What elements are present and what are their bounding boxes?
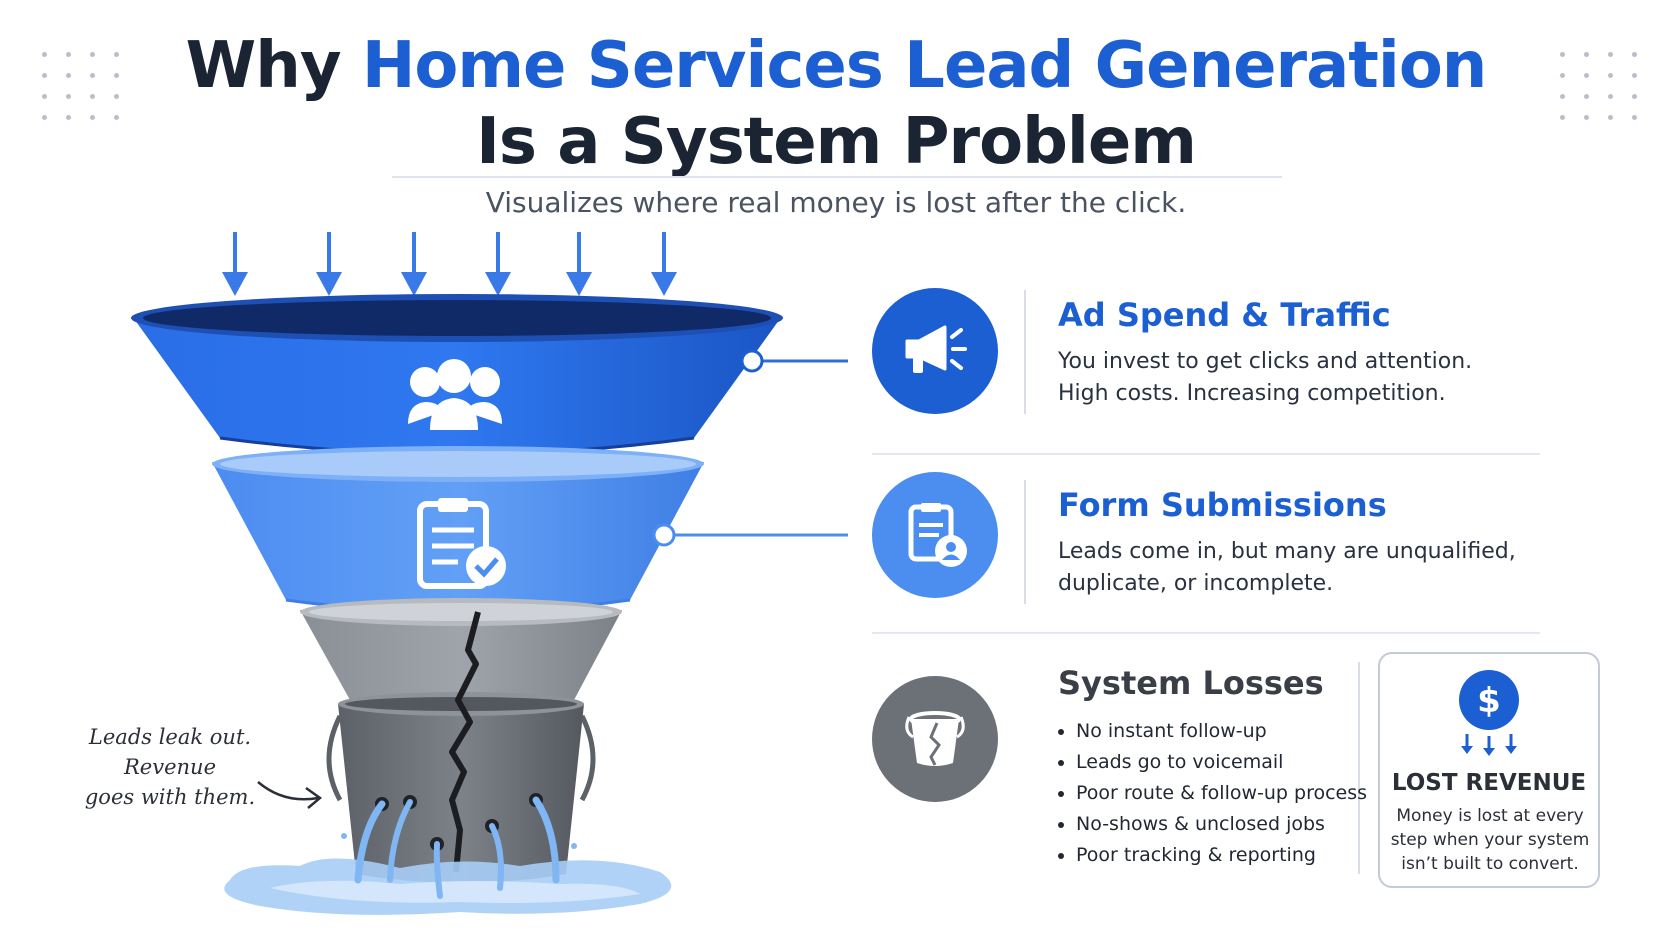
section-title-system-losses: System Losses: [1058, 664, 1324, 702]
section-text-line: Leads come in, but many are unqualified,: [1058, 539, 1516, 564]
funnel-stage-system-losses: [300, 598, 622, 700]
title-line-1: Why Home Services Lead Generation: [0, 28, 1672, 104]
section-text-form-submissions: Leads come in, but many are unqualified,…: [1058, 536, 1618, 600]
section-vertical-rule: [1024, 290, 1026, 414]
lost-revenue-line: step when your system: [1390, 830, 1590, 850]
leak-note-line: Leads leak out.: [88, 725, 252, 749]
leaking-bucket-icon: [905, 711, 965, 766]
subtitle: Visualizes where real money is lost afte…: [485, 186, 1187, 219]
leak-note: Leads leak out. Revenue goes with them.: [80, 722, 260, 812]
arrow-down-icon: [316, 232, 342, 296]
list-item: No instant follow-up: [1058, 716, 1367, 747]
section-vertical-rule: [1358, 662, 1360, 874]
system-losses-icon-circle: [872, 676, 998, 802]
system-losses-list: No instant follow-up Leads go to voicema…: [1058, 716, 1367, 871]
megaphone-icon: [905, 325, 967, 373]
section-title-form-submissions: Form Submissions: [1058, 486, 1387, 524]
incoming-traffic-arrows: [222, 232, 677, 296]
arrow-head-icon: [305, 786, 323, 809]
funnel-stage-form-submissions: [212, 446, 704, 614]
decorative-dots-left: [42, 52, 122, 120]
list-item: Leads go to voicemail: [1058, 747, 1367, 778]
ad-spend-icon-circle: [872, 288, 998, 414]
svg-text:$: $: [1477, 681, 1501, 721]
lost-revenue-text: Money is lost at every step when your sy…: [1390, 804, 1590, 876]
section-text-line: You invest to get clicks and attention.: [1058, 349, 1473, 374]
form-check-icon: [417, 498, 506, 589]
arrow-down-icon: [566, 232, 592, 296]
lost-revenue-title: LOST REVENUE: [1391, 770, 1587, 796]
title-blue-text: Home Services Lead Generation: [361, 29, 1488, 103]
section-title-ad-spend: Ad Spend & Traffic: [1058, 296, 1391, 334]
list-item: Poor route & follow-up process: [1058, 778, 1367, 809]
arrow-down-icon: [222, 232, 248, 296]
title-divider: [392, 176, 1282, 178]
dollar-icon: $: [1459, 670, 1519, 756]
arrow-down-icon: [401, 232, 427, 296]
section-divider: [872, 632, 1540, 634]
connector-ad-spend: [740, 349, 848, 373]
leak-note-line: goes with them.: [84, 785, 256, 809]
lost-revenue-line: Money is lost at every: [1396, 806, 1584, 826]
arrow-down-icon: [651, 232, 677, 296]
form-submissions-icon-circle: [872, 472, 998, 598]
leak-note-line: Revenue: [123, 755, 216, 779]
leaking-water: [224, 796, 672, 915]
section-text-line: High costs. Increasing competition.: [1058, 381, 1446, 406]
funnel-stage-ad-spend: [131, 294, 783, 456]
section-vertical-rule: [1024, 480, 1026, 604]
section-text-line: duplicate, or incomplete.: [1058, 571, 1334, 596]
title-line-2: Is a System Problem: [476, 105, 1197, 179]
arrow-down-icon: [485, 232, 511, 296]
lost-revenue-card: $ LOST REVENUE Money is lost at every st…: [1378, 652, 1600, 888]
page-title: Why Home Services Lead Generation Is a S…: [0, 28, 1672, 180]
form-user-icon: [908, 503, 967, 567]
list-item: Poor tracking & reporting: [1058, 840, 1367, 871]
leaking-bucket: [326, 611, 596, 883]
title-dark-text: Why: [185, 29, 362, 103]
arrow-down-icon: [1461, 734, 1517, 756]
section-divider: [872, 453, 1540, 455]
leak-note-arrow: [257, 781, 319, 801]
decorative-dots-right: [1560, 52, 1640, 120]
list-item: No-shows & unclosed jobs: [1058, 809, 1367, 840]
connector-form-submissions: [652, 523, 848, 547]
lost-revenue-line: isn’t built to convert.: [1401, 854, 1579, 874]
people-group-icon: [408, 359, 502, 430]
section-text-ad-spend: You invest to get clicks and attention. …: [1058, 346, 1618, 410]
